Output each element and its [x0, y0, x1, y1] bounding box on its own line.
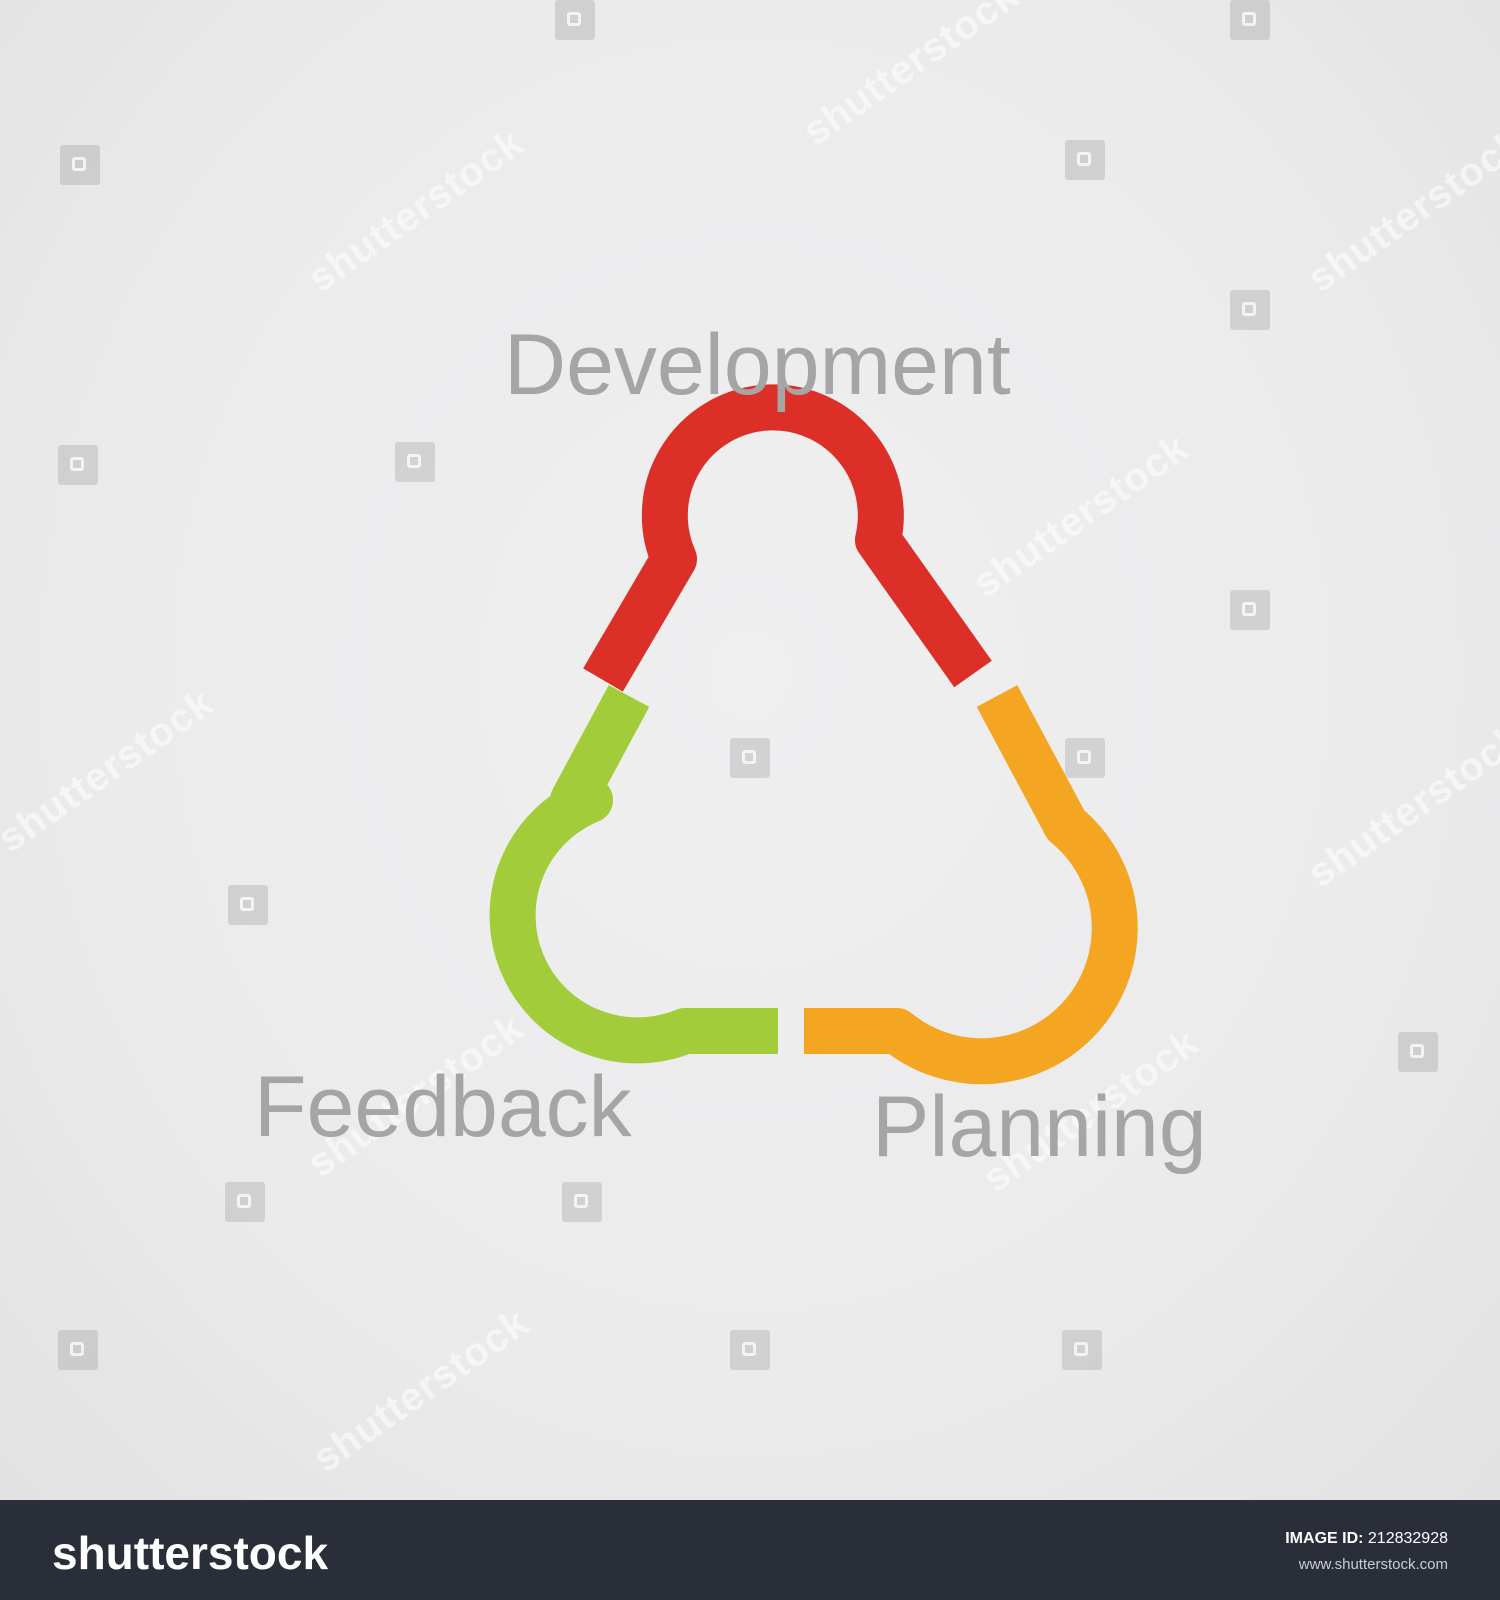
watermark-logo	[730, 1330, 770, 1370]
watermark-logo	[1398, 1032, 1438, 1072]
watermark-logo	[1230, 290, 1270, 330]
watermark-logo	[562, 1182, 602, 1222]
watermark-logo	[1065, 738, 1105, 778]
watermark-logo	[1065, 140, 1105, 180]
watermark-logo	[225, 1182, 265, 1222]
watermark-logo	[730, 738, 770, 778]
development-label: Development	[504, 317, 1011, 413]
watermark-logo	[395, 442, 435, 482]
image-id-label: IMAGE ID:	[1285, 1530, 1364, 1547]
site-url: www.shutterstock.com	[1298, 1556, 1448, 1573]
planning-loop	[804, 685, 1138, 1085]
feedback-loop	[489, 685, 778, 1064]
watermark-logo	[1062, 1330, 1102, 1370]
watermark-logo	[228, 885, 268, 925]
watermark-logo	[1230, 0, 1270, 40]
watermark-logo	[58, 445, 98, 485]
development-loop	[583, 384, 992, 692]
cycle-diagram	[489, 384, 1138, 1085]
watermark-logo	[58, 1330, 98, 1370]
watermark-logo	[555, 0, 595, 40]
footer-bar: shutterstock IMAGE ID: 212832928 www.shu…	[0, 1500, 1500, 1600]
planning-arc	[804, 685, 1138, 1085]
planning-label: Planning	[872, 1079, 1207, 1175]
feedback-label: Feedback	[254, 1059, 632, 1155]
development-arc	[583, 384, 992, 692]
brand-logo: shutterstock	[52, 1527, 329, 1579]
image-id-value: 212832928	[1367, 1530, 1448, 1547]
watermark-logo	[60, 145, 100, 185]
image-id: IMAGE ID: 212832928	[1285, 1530, 1448, 1548]
watermark-logo	[1230, 590, 1270, 630]
feedback-arc	[489, 685, 778, 1064]
diagram-canvas: shutterstock shutterstock shutterstock s…	[0, 0, 1500, 1500]
